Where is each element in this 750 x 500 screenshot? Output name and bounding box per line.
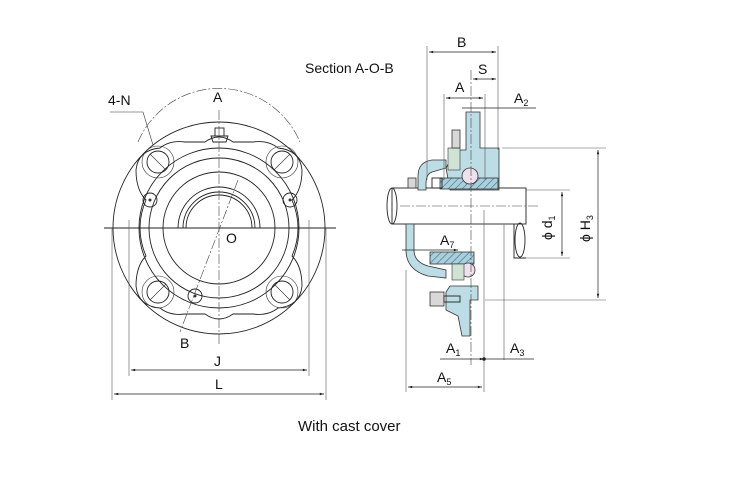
- label-h3: ϕ H3: [577, 215, 595, 242]
- cover-plug-upper: [407, 177, 417, 189]
- label-a5: A5: [437, 369, 451, 387]
- leader-4n: [110, 111, 154, 146]
- cover-upper: [417, 159, 447, 191]
- grease-nipple-icon: [210, 127, 229, 143]
- label-a3: A3: [510, 340, 524, 358]
- label-a: A: [213, 89, 223, 105]
- outer-ring-lower: [429, 251, 475, 265]
- section-view: Section A-O-B: [305, 34, 606, 392]
- label-s: S: [478, 61, 487, 77]
- cover-screws: [142, 192, 298, 304]
- label-o: O: [226, 230, 237, 246]
- housing-upper: [445, 111, 500, 191]
- angled-centerline-b: [179, 179, 239, 333]
- label-d1: ϕ d1: [539, 215, 557, 240]
- front-view: A O B 4-N J L: [104, 88, 336, 400]
- housing-lower: [445, 285, 479, 337]
- label-l: L: [215, 376, 223, 392]
- label-a2: A2: [514, 90, 528, 108]
- label-b: B: [180, 335, 189, 351]
- bolt-shank-lower: [443, 295, 461, 303]
- ball-upper: [461, 167, 479, 185]
- seal-lower: [451, 263, 465, 281]
- label-4n: 4-N: [108, 92, 131, 108]
- section-title: Section A-O-B: [305, 60, 394, 76]
- label-a1: A1: [446, 340, 460, 358]
- seal-upper: [447, 147, 461, 171]
- cover-lower: [405, 223, 447, 279]
- label-a-section: A: [455, 79, 465, 95]
- label-b-section: B: [457, 34, 466, 50]
- label-a7: A7: [440, 232, 454, 250]
- grease-fitting-upper: [451, 129, 461, 149]
- bolt-holes: [137, 88, 301, 309]
- bolt-head-lower: [429, 291, 445, 307]
- label-j: J: [214, 353, 221, 369]
- flange-outline: [135, 136, 303, 320]
- set-screw-upper: [431, 177, 443, 189]
- figure-caption: With cast cover: [298, 418, 401, 435]
